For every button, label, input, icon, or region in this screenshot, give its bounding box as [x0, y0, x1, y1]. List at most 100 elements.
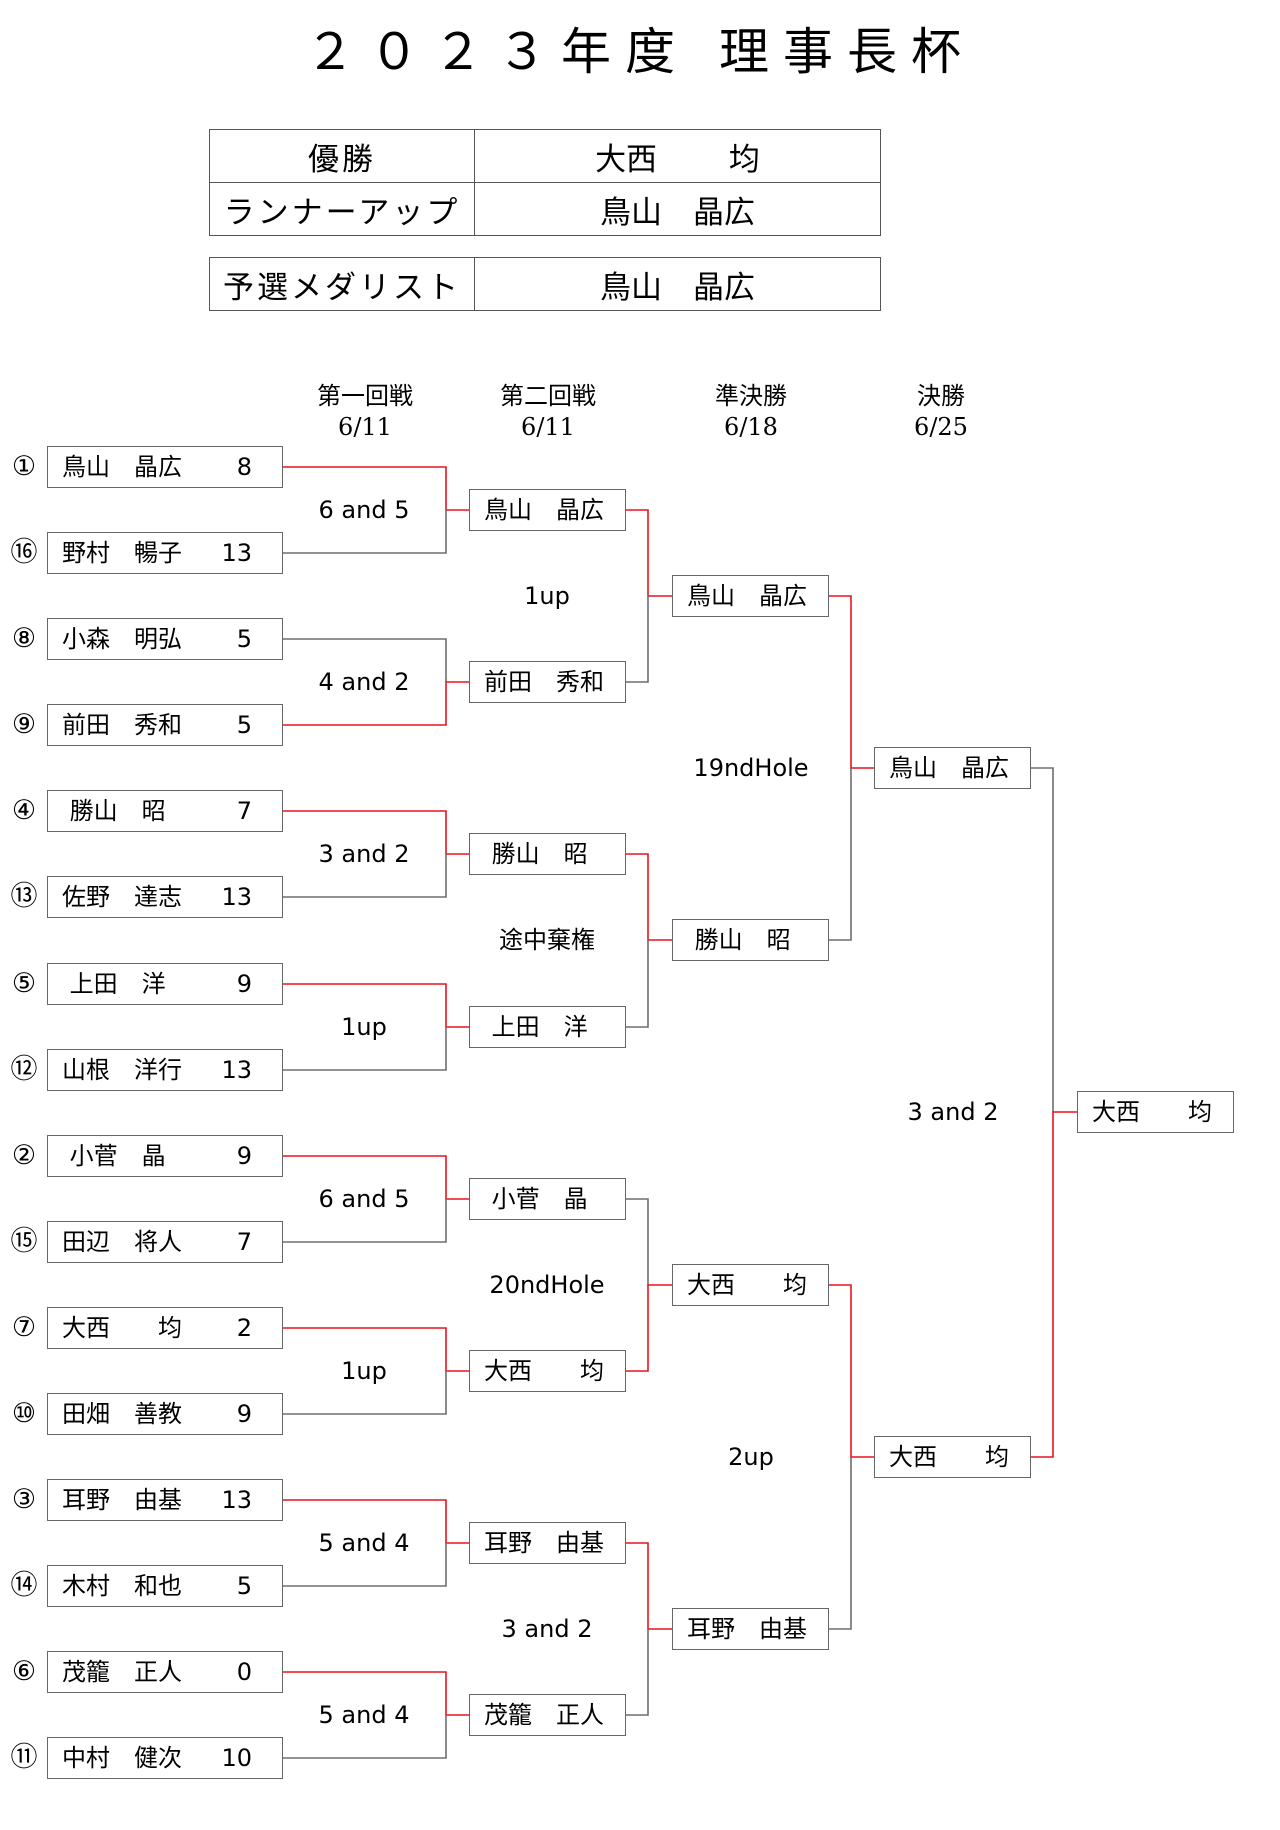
- r1m2-loser-line: [282, 638, 447, 682]
- player-name: 前田 秀和: [62, 711, 182, 739]
- player-name: 田畑 善教: [62, 1400, 182, 1428]
- round2-name: 第二回戦: [500, 382, 596, 410]
- player-name: 野村 暢子: [62, 539, 182, 567]
- round2-entry: 茂籠 正人: [469, 1694, 626, 1736]
- r2m3-loser-line: [625, 1198, 649, 1285]
- round1-name: 第一回戦: [317, 382, 413, 410]
- player-score: 5: [236, 1572, 252, 1600]
- r1-match-result: 5 and 4: [318, 1529, 410, 1557]
- r1-match-result: 1up: [341, 1357, 387, 1385]
- r1-match-result: 1up: [341, 1013, 387, 1041]
- player-score: 13: [221, 1486, 252, 1514]
- round2-header: 第二回戦 6/11: [478, 381, 618, 443]
- round2-entry: 上田 洋: [469, 1006, 626, 1048]
- seed-12: ⑫: [10, 1054, 38, 1085]
- semifinal-name: 準決勝: [715, 382, 787, 410]
- seed-4: ④: [11, 795, 37, 826]
- seed-10: ⑩: [11, 1398, 37, 1429]
- player-entry: 茂籠 正人 0: [47, 1651, 283, 1693]
- runnerup-label: ランナーアップ: [209, 182, 475, 236]
- player-entry: 勝山 昭 7: [47, 790, 283, 832]
- final-loser-line: [1031, 767, 1054, 1112]
- r2-match-result: 1up: [524, 582, 570, 610]
- medalist-table: 予選メダリスト 鳥山 晶広: [209, 257, 881, 311]
- player-entry: 佐野 達志 13: [47, 876, 283, 918]
- r2m1-loser-line: [625, 596, 649, 683]
- sf1-winner-line: [829, 595, 874, 769]
- player-score: 13: [221, 1056, 252, 1084]
- player-score: 0: [236, 1658, 252, 1686]
- medalist-row: 予選メダリスト 鳥山 晶広: [209, 257, 881, 311]
- r1m6-loser-line: [282, 1371, 447, 1415]
- seed-1: ①: [11, 451, 37, 482]
- r1m7-winner-line: [282, 1499, 469, 1544]
- round2-entry: 耳野 由基: [469, 1522, 626, 1564]
- round2-entry: 大西 均: [469, 1350, 626, 1392]
- player-entry: 木村 和也 5: [47, 1565, 283, 1607]
- player-entry: 田畑 善教 9: [47, 1393, 283, 1435]
- player-name: 小森 明弘: [62, 625, 182, 653]
- r1m3-winner-line: [282, 810, 469, 855]
- r1-match-result: 3 and 2: [318, 840, 410, 868]
- player-name: 中村 健次: [62, 1744, 182, 1772]
- seed-8: ⑧: [11, 623, 37, 654]
- final-entry: 鳥山 晶広: [874, 747, 1031, 789]
- player-score: 13: [221, 539, 252, 567]
- final-header: 決勝 6/25: [871, 381, 1011, 443]
- r1m4-loser-line: [282, 1027, 447, 1071]
- r2m3-winner-line: [625, 1284, 672, 1372]
- r1m6-winner-line: [282, 1327, 469, 1372]
- semifinal-entry: 大西 均: [672, 1264, 829, 1306]
- semifinal-date: 6/18: [724, 413, 778, 441]
- player-name: 小菅 晶: [62, 1142, 166, 1170]
- player-score: 8: [236, 453, 252, 481]
- player-name: 耳野 由基: [62, 1486, 182, 1514]
- player-name: 山根 洋行: [62, 1056, 182, 1084]
- r1m8-winner-line: [282, 1671, 469, 1716]
- player-entry: 中村 健次 10: [47, 1737, 283, 1779]
- round1-header: 第一回戦 6/11: [295, 381, 435, 443]
- round2-date: 6/11: [521, 413, 575, 441]
- r1m1-winner-line: [282, 466, 469, 511]
- r1m3-loser-line: [282, 854, 447, 898]
- round2-entry: 鳥山 晶広: [469, 489, 626, 531]
- player-score: 10: [221, 1744, 252, 1772]
- r1m8-loser-line: [282, 1715, 447, 1759]
- r1-match-result: 6 and 5: [318, 496, 410, 524]
- player-entry: 小森 明弘 5: [47, 618, 283, 660]
- r2-match-result: 20ndHole: [489, 1271, 605, 1299]
- player-name: 佐野 達志: [62, 883, 182, 911]
- player-entry: 鳥山 晶広 8: [47, 446, 283, 488]
- player-score: 5: [236, 625, 252, 653]
- seed-3: ③: [11, 1484, 37, 1515]
- r1m7-loser-line: [282, 1543, 447, 1587]
- seed-15: ⑮: [10, 1226, 38, 1257]
- r1-match-result: 4 and 2: [318, 668, 410, 696]
- round1-date: 6/11: [338, 413, 392, 441]
- r2-match-result: 途中棄権: [499, 926, 595, 954]
- r2m1-winner-line: [625, 509, 672, 597]
- runnerup-value: 鳥山 晶広: [474, 182, 881, 236]
- player-entry: 上田 洋 9: [47, 963, 283, 1005]
- player-entry: 山根 洋行 13: [47, 1049, 283, 1091]
- r1m2-winner-line: [282, 681, 469, 726]
- seed-6: ⑥: [11, 1656, 37, 1687]
- final-entry: 大西 均: [874, 1436, 1031, 1478]
- r1m5-loser-line: [282, 1199, 447, 1243]
- r1-match-result: 6 and 5: [318, 1185, 410, 1213]
- sf-match-result: 2up: [728, 1443, 774, 1471]
- r1m1-loser-line: [282, 510, 447, 554]
- champion-label: 優勝: [209, 129, 475, 183]
- medalist-value: 鳥山 晶広: [474, 257, 881, 311]
- player-name: 大西 均: [62, 1314, 182, 1342]
- seed-2: ②: [11, 1140, 37, 1171]
- player-score: 2: [236, 1314, 252, 1342]
- r1-match-result: 5 and 4: [318, 1701, 410, 1729]
- final-winner-line: [1031, 1111, 1077, 1458]
- player-entry: 大西 均 2: [47, 1307, 283, 1349]
- sf-match-result: 19ndHole: [693, 754, 809, 782]
- player-entry: 野村 暢子 13: [47, 532, 283, 574]
- player-score: 9: [236, 1142, 252, 1170]
- r2m4-loser-line: [625, 1629, 649, 1716]
- round2-entry: 勝山 昭: [469, 833, 626, 875]
